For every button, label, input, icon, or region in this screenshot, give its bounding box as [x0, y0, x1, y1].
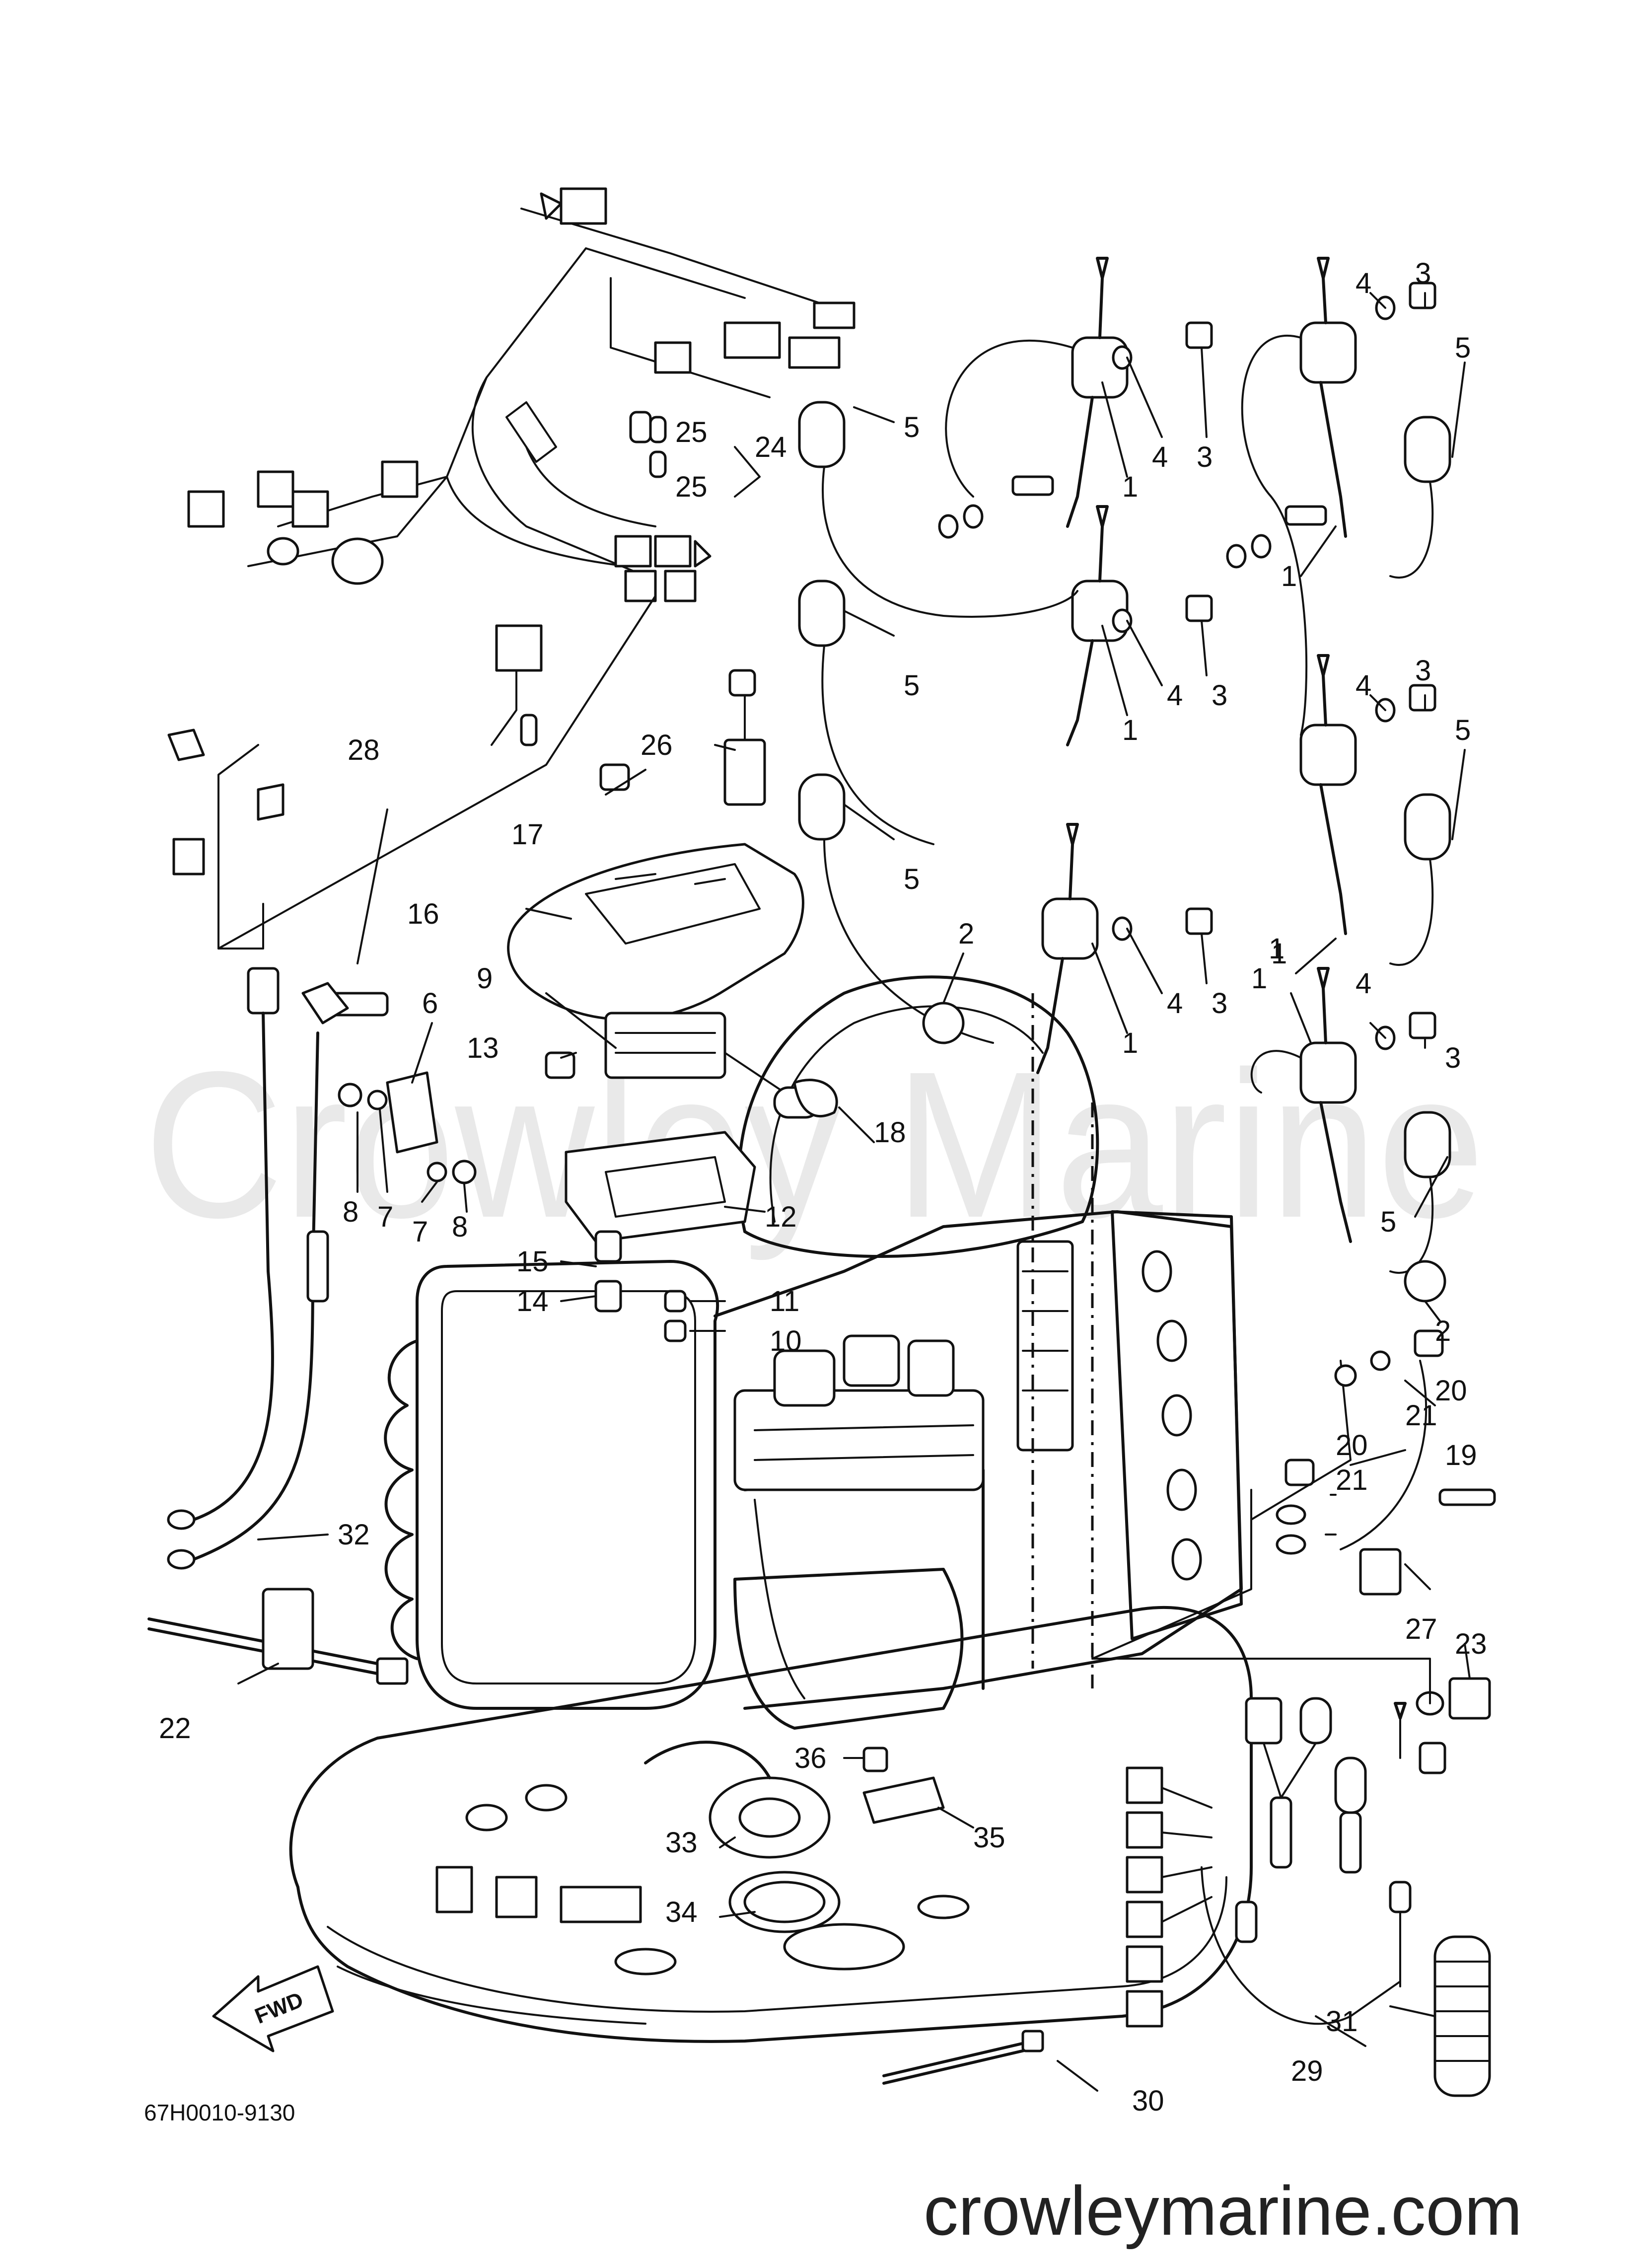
callout-6: 6: [422, 987, 438, 1020]
callout-33: 33: [665, 1827, 698, 1859]
callout-1: 1: [1122, 1027, 1138, 1059]
callout-32: 32: [338, 1519, 370, 1551]
diagram-code: 67H0010-9130: [144, 2100, 295, 2125]
callout-22: 22: [159, 1712, 191, 1745]
callout-4: 4: [1167, 987, 1183, 1020]
callout-10: 10: [770, 1325, 802, 1357]
callout-25: 25: [675, 416, 708, 448]
callout-36: 36: [794, 1742, 827, 1774]
callout-5: 5: [904, 411, 920, 443]
callout-14: 14: [516, 1285, 549, 1317]
callout-5: 5: [1455, 332, 1471, 364]
leader-lines: [237, 292, 1471, 2092]
callout-35: 35: [973, 1822, 1005, 1854]
mid-parts: [321, 669, 838, 1342]
callout-7: 7: [412, 1216, 428, 1248]
callout-19: 19: [1445, 1439, 1477, 1471]
callout-11: 11: [770, 1285, 799, 1317]
callout-28: 28: [348, 734, 380, 766]
cover-16: [507, 843, 804, 1021]
bottom-parts: FWD: [212, 1697, 1491, 2097]
clamp-22: [147, 1588, 409, 1685]
callout-3: 3: [1212, 987, 1227, 1020]
callout-4: 4: [1356, 669, 1371, 702]
callout-29: 29: [1291, 2055, 1323, 2087]
callout-15: 15: [516, 1245, 549, 1278]
callout-20: 20: [1336, 1429, 1368, 1462]
callout-3: 3: [1212, 679, 1227, 712]
callout-17: 17: [511, 818, 544, 851]
callout-1: 1: [1122, 471, 1138, 503]
callout-3: 3: [1415, 257, 1431, 290]
callout-18: 18: [874, 1116, 906, 1149]
callout-1: 1: [1281, 560, 1297, 592]
callout-2: 2: [958, 918, 974, 950]
callout-30: 30: [1132, 2085, 1164, 2117]
callout-4: 4: [1167, 679, 1183, 712]
website-label: crowleymarine.com: [924, 2172, 1522, 2250]
callout-1: 1: [1122, 714, 1138, 746]
callout-3: 3: [1415, 655, 1431, 687]
watermark: Crowley Marine: [144, 1028, 1485, 1262]
callout-27: 27: [1405, 1613, 1437, 1645]
callout-8: 8: [343, 1196, 358, 1228]
callout-4: 4: [1356, 267, 1371, 299]
callout-21: 21: [1336, 1464, 1368, 1496]
engine-block: [289, 975, 1253, 2043]
callout-2: 2: [1435, 1315, 1451, 1347]
callout-3: 3: [1445, 1042, 1461, 1074]
callout-20: 20: [1435, 1375, 1467, 1407]
callout-9: 9: [477, 962, 493, 995]
callout-13: 13: [467, 1032, 499, 1064]
callout-16: 16: [407, 898, 439, 930]
callout-26: 26: [641, 729, 673, 761]
callout-5: 5: [1380, 1206, 1396, 1238]
callout-34: 34: [665, 1896, 698, 1928]
right-brackets: [1091, 1329, 1496, 1774]
callout-3: 3: [1197, 441, 1213, 473]
callout-1: 1: [1251, 962, 1267, 995]
callout-1: 1: [1269, 933, 1285, 965]
callout-12: 12: [765, 1201, 797, 1233]
callout-5: 5: [904, 863, 920, 895]
callout-8: 8: [452, 1211, 468, 1243]
callout-23: 23: [1455, 1628, 1487, 1660]
callout-1: 1: [1271, 938, 1287, 970]
wire-28: [167, 595, 656, 950]
wire-harness: [187, 187, 856, 602]
callout-labels: 1 1 1 1 1 1 1 2 2 3 3 3 3 3 3 4 4 4 4 4 …: [159, 257, 1487, 2117]
callout-21: 21: [1405, 1399, 1437, 1432]
callout-7: 7: [377, 1201, 393, 1233]
lead-wires-32: [167, 967, 349, 1570]
callout-4: 4: [1152, 441, 1168, 473]
callout-4: 4: [1356, 967, 1371, 1000]
callout-5: 5: [1455, 714, 1471, 746]
callout-31: 31: [1326, 2005, 1358, 2038]
callout-24: 24: [755, 431, 787, 463]
callout-25: 25: [675, 471, 708, 503]
callout-5: 5: [904, 669, 920, 702]
